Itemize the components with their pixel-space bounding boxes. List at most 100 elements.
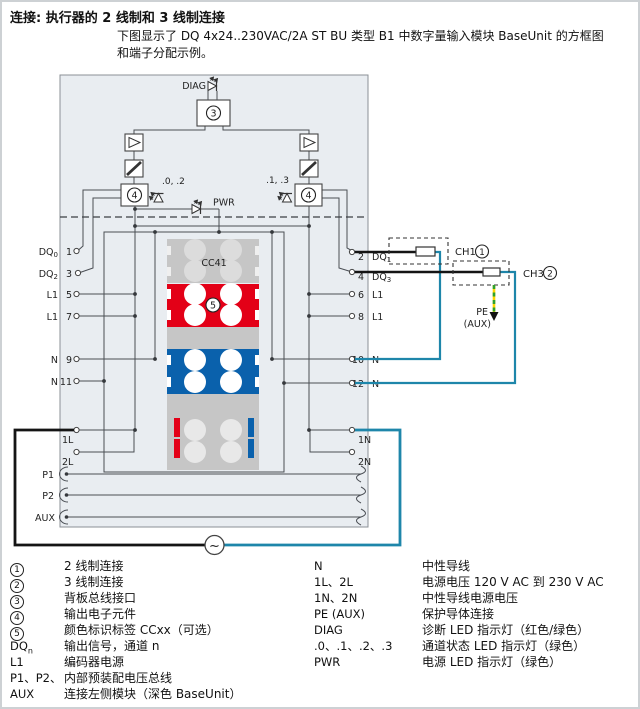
svg-text:PE: PE — [476, 307, 488, 318]
terminal-2N — [348, 448, 356, 456]
terminal-1 — [73, 247, 80, 255]
svg-text:4: 4 — [358, 272, 364, 283]
svg-text:5: 5 — [66, 290, 72, 301]
svg-text:7: 7 — [66, 312, 72, 323]
terminal-4 — [348, 268, 356, 276]
amplifier-icon-right — [299, 133, 319, 152]
circled-5: 5 — [10, 627, 24, 641]
svg-text:L1: L1 — [47, 312, 58, 323]
svg-text:DQ3: DQ3 — [372, 272, 391, 284]
svg-text:N: N — [51, 377, 58, 388]
svg-text:DQ0: DQ0 — [39, 247, 58, 259]
output-electronics-box-left: 4 — [120, 183, 149, 207]
ch1-actuator — [415, 246, 436, 257]
svg-text:10: 10 — [352, 355, 364, 366]
neutral-supply-wire — [224, 428, 402, 547]
svg-text:L1: L1 — [372, 290, 383, 301]
svg-text:N: N — [51, 355, 58, 366]
cc41-color-label-block: CC41 5 — [167, 239, 259, 470]
svg-text:L1: L1 — [47, 290, 58, 301]
terminal-11 — [73, 377, 80, 385]
legend-row-p1p2: P1、P2、内部预装配电压总线 — [10, 671, 173, 685]
status-led-left-label: .0, .2 — [162, 177, 185, 187]
left-terminals: DQ0 1 DQ2 3 L1 5 L1 7 N 9 N 11 — [39, 247, 82, 388]
intro-line-1: 下图显示了 DQ 4x24..230VAC/2A ST BU 类型 B1 中数字… — [117, 29, 604, 43]
terminal-1L — [73, 426, 80, 434]
terminal-1N — [348, 426, 356, 434]
svg-text:12: 12 — [352, 379, 364, 390]
cc41-code: CC41 — [201, 258, 226, 269]
status-led-right: .1, .3 — [266, 176, 292, 202]
terminal-2L — [73, 448, 80, 456]
blue-label-strip — [167, 349, 259, 394]
svg-text:AUX: AUX — [35, 513, 55, 524]
svg-text:N: N — [372, 355, 379, 366]
internal-wiring — [78, 126, 353, 473]
status-led-right-label: .1, .3 — [266, 176, 289, 186]
svg-text:3: 3 — [66, 269, 72, 280]
svg-text:DQ1: DQ1 — [372, 252, 391, 264]
junction-dots — [64, 207, 311, 519]
diag-led-label: DIAG — [182, 81, 206, 92]
circled-1: 1 — [10, 563, 24, 577]
status-led-left: .0, .2 — [150, 177, 185, 202]
intro-text: 下图显示了 DQ 4x24..230VAC/2A ST BU 类型 B1 中数字… — [117, 28, 637, 62]
terminal-9 — [73, 355, 80, 363]
pe-conductor: PE (AUX) — [464, 285, 499, 330]
svg-text:9: 9 — [66, 355, 72, 366]
circled-3: 3 — [10, 595, 24, 609]
svg-text:P1: P1 — [42, 470, 54, 481]
svg-text:8: 8 — [358, 312, 364, 323]
intro-line-2: 和端子分配示例。 — [117, 46, 214, 60]
terminal-6 — [348, 290, 356, 298]
phase-supply-wire — [13, 428, 205, 547]
output-electronics-box-right: 4 — [294, 183, 323, 207]
svg-text:DQ2: DQ2 — [39, 269, 58, 281]
ch3-label: CH3 — [523, 269, 544, 280]
wiring-diagram: 3 DIAG 4 — [13, 74, 558, 556]
svg-text:P2: P2 — [42, 491, 54, 502]
terminal-12 — [348, 379, 356, 387]
svg-text:2: 2 — [358, 252, 364, 263]
diag-led: DIAG — [182, 77, 217, 100]
amplifier-icon-left — [124, 133, 144, 152]
terminal-3 — [74, 269, 82, 277]
svg-text:L1: L1 — [372, 312, 383, 323]
ch3-actuator — [482, 267, 501, 277]
svg-text:(AUX): (AUX) — [464, 319, 491, 330]
svg-text:1: 1 — [66, 247, 72, 258]
isolation-icon-left — [124, 159, 144, 178]
terminal-10 — [348, 355, 356, 363]
ch1-load: CH1 1 — [355, 237, 490, 361]
svg-text:6: 6 — [358, 290, 364, 301]
svg-text:2L: 2L — [62, 457, 74, 468]
svg-text:1L: 1L — [62, 435, 74, 446]
svg-text:N: N — [372, 379, 379, 390]
legend-row-pe: PE (AUX)保护导体连接 — [314, 607, 495, 621]
svg-text:2N: 2N — [358, 457, 371, 468]
svg-text:4: 4 — [131, 190, 137, 201]
pe-arrow — [489, 312, 499, 321]
svg-text:~: ~ — [209, 539, 220, 554]
circled-2: 2 — [10, 579, 24, 593]
isolation-icon-right — [299, 159, 319, 178]
ch3-load: CH3 2 — [355, 260, 558, 385]
svg-text:1: 1 — [479, 248, 485, 258]
svg-text:4: 4 — [305, 190, 311, 201]
svg-text:3: 3 — [210, 108, 216, 119]
terminal-8 — [348, 312, 356, 320]
svg-text:11: 11 — [60, 377, 72, 388]
